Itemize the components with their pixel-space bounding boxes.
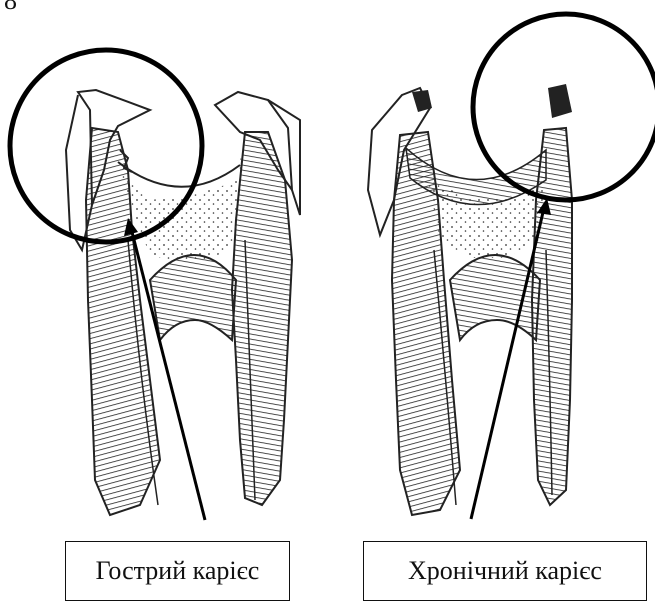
dark-lesion-right xyxy=(548,84,572,118)
pulp-arch-left xyxy=(150,255,236,340)
dark-lesion-left xyxy=(412,90,432,112)
dentin-right-root xyxy=(232,132,292,505)
label-acute-caries: Гострий карієс xyxy=(65,541,290,601)
dentin-left-root xyxy=(86,128,160,515)
label-chronic-caries: Хронічний карієс xyxy=(363,541,647,601)
tooth-acute xyxy=(66,90,300,515)
tooth-chronic xyxy=(368,84,572,515)
